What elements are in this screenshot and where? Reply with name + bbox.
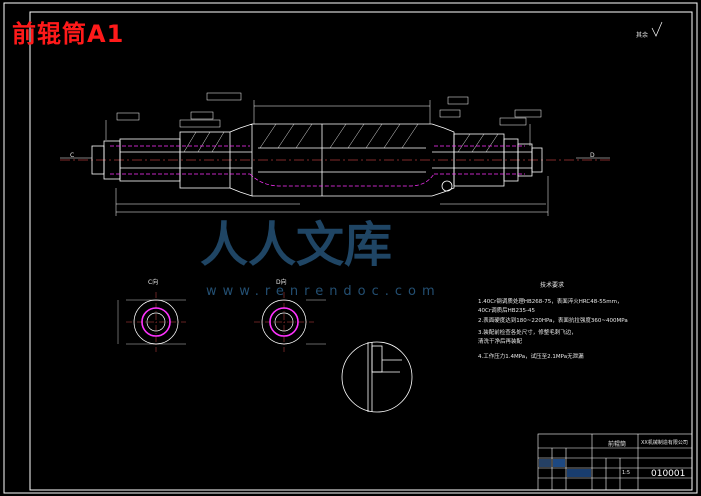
hidden-lines	[110, 145, 525, 187]
tech-req-heading: 技术要求	[540, 282, 565, 289]
section-d-label: D向	[276, 279, 287, 286]
title-block-fill-a	[553, 459, 565, 467]
outer-border	[3, 2, 698, 494]
detail-view	[341, 341, 413, 413]
view-letter-d: D	[590, 152, 595, 159]
view-letter-c: C	[70, 152, 75, 159]
title-block-part-name: 前辊筒	[608, 441, 627, 448]
title-block-company: XX机械制造有限公司	[641, 440, 688, 446]
roughness-symbol	[651, 21, 663, 37]
section-c-label: C向	[148, 279, 159, 286]
tech-req-line-3: 2.表面硬度达到180~220HPa，表面抗拉强度360~400MPa	[478, 318, 628, 324]
tolerance-frames	[116, 92, 542, 128]
watermark-url: www.renrendoc.com	[206, 284, 441, 299]
tech-req-line-4: 3.装配前检查各处尺寸，修整毛刺飞边，	[478, 330, 577, 336]
dimension-lines	[60, 100, 610, 216]
main-shaft-view	[60, 123, 610, 197]
tech-req-line-5: 清洗干净后再装配	[478, 339, 523, 345]
title-block-fill-c	[539, 459, 551, 467]
section-c-view	[117, 292, 186, 352]
tech-req-line-1: 1.40Cr钢调质处理HB268-75，表面淬火HRC48-55mm，	[478, 299, 623, 305]
title-block-fill-b	[567, 469, 591, 477]
section-hatching	[183, 123, 499, 153]
title-block-scale: 1:5	[622, 470, 631, 476]
drawing-title: 前辊筒A1	[12, 20, 125, 48]
drawing-number: 010001	[651, 469, 686, 479]
watermark-brand: 人人文库	[200, 217, 393, 273]
tech-req-line-6: 4.工作压力1.4MPa，试压至2.1MPa无泄漏	[478, 354, 584, 360]
roughness-label: 其余	[636, 32, 649, 39]
section-d-view	[254, 292, 326, 352]
tech-req-line-2: 40Cr调质后HB235-45	[478, 308, 535, 314]
inner-border	[29, 11, 693, 491]
title-block	[537, 433, 693, 491]
